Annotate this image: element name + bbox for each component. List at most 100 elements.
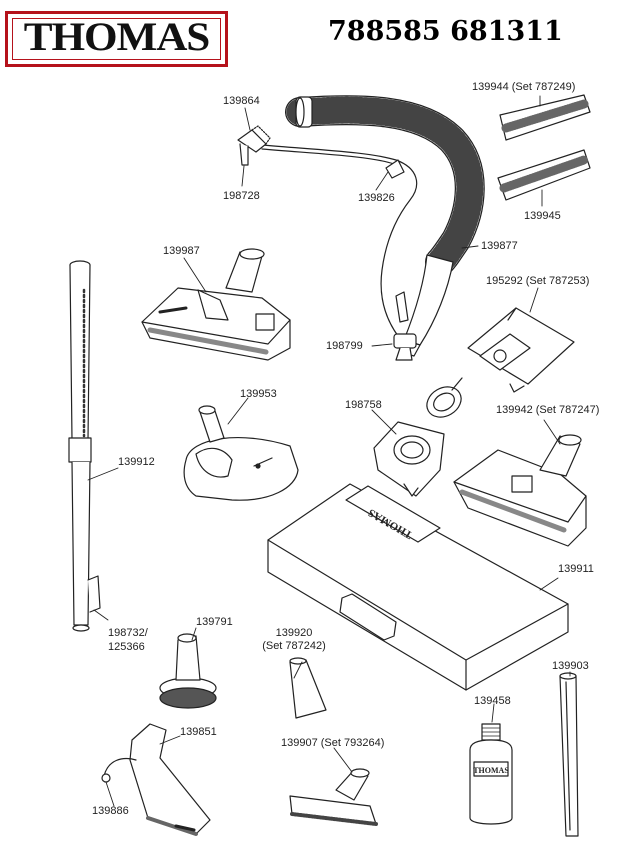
label-139953: 139953 <box>240 388 277 400</box>
floor-nozzle-brush <box>147 327 269 355</box>
case-handle <box>339 593 397 641</box>
hose-cuff-opening <box>295 97 305 127</box>
tube-upper <box>69 264 91 441</box>
floor-nozzle-139942 <box>453 434 587 547</box>
bottle-logo-text: THOMAS <box>473 766 509 775</box>
filter-bag-opening <box>493 349 507 363</box>
floor-nozzle-2-body <box>453 449 587 547</box>
label-139903: 139903 <box>552 660 589 672</box>
long-crevice-ridge <box>565 681 571 831</box>
label-139877: 139877 <box>481 240 518 252</box>
tube-slider <box>68 437 92 463</box>
crevice-tool-139920 <box>289 657 327 719</box>
floor-nozzle-2-brush <box>459 489 567 533</box>
label-139942: 139942 (Set 787247) <box>496 404 600 416</box>
water-filter-cap <box>426 386 462 418</box>
label-198799: 198799 <box>326 340 363 352</box>
filter-bag-tab <box>509 383 525 393</box>
case-outline <box>267 483 569 691</box>
bottle-cap-ribs <box>481 727 501 737</box>
pad-nozzle-neck <box>175 635 201 681</box>
case-logo-plate <box>345 485 441 543</box>
water-filter-198758 <box>373 377 463 497</box>
hose-assembly <box>237 95 485 361</box>
accessory-case <box>267 483 569 691</box>
label-198732: 198732/ <box>108 627 148 639</box>
pad-nozzle-socket <box>177 633 197 643</box>
hand-nozzle-139851 <box>101 723 211 836</box>
long-crevice-139903 <box>559 672 579 837</box>
valve-plug <box>395 347 413 361</box>
handle-clip <box>395 291 409 323</box>
turbo-nozzle-body <box>183 437 299 501</box>
water-filter-cap-inner <box>433 392 455 412</box>
hand-nozzle-fitting <box>101 773 111 783</box>
floor-nozzle-body <box>141 287 291 361</box>
floor-nozzle-edge <box>141 319 291 345</box>
label-195292: 195292 (Set 787253) <box>486 275 590 287</box>
turbo-nozzle-window <box>195 447 233 478</box>
label-198728: 198728 <box>223 190 260 202</box>
floor-nozzle-joint <box>197 289 229 321</box>
turbo-nozzle-139953 <box>183 405 299 501</box>
turbo-nozzle-socket <box>198 405 216 415</box>
tube-bottom-opening <box>72 624 90 632</box>
label-198758: 198758 <box>345 399 382 411</box>
label-139458: 139458 <box>474 695 511 707</box>
floor-nozzle-badge <box>158 306 188 314</box>
hard-floor-bristles <box>290 812 378 826</box>
label-139886: 139886 <box>92 805 129 817</box>
label-139911: 139911 <box>558 563 594 575</box>
water-filter-cap-tab <box>451 377 463 391</box>
water-filter-foot <box>403 483 419 497</box>
filter-bag-flap <box>507 307 517 321</box>
label-139920-set: (Set 787242) <box>262 640 326 652</box>
bottle-body <box>469 739 513 825</box>
floor-nozzle-socket <box>239 248 265 260</box>
hard-floor-nozzle-139907 <box>289 768 378 826</box>
logo-brand-text: THOMAS <box>23 14 211 59</box>
label-139826: 139826 <box>358 192 395 204</box>
label-125366: 125366 <box>108 641 145 653</box>
label-139864: 139864 <box>223 95 260 107</box>
hand-nozzle-slot <box>174 824 196 832</box>
felt-strip-top-texture <box>501 99 589 133</box>
floor-nozzle-2-neck <box>539 435 581 477</box>
label-139920: 139920 <box>275 627 313 639</box>
label-139851: 139851 <box>180 726 217 738</box>
article-number: 788585 681311 <box>328 16 563 47</box>
crevice-tool-socket <box>289 657 307 665</box>
label-139944: 139944 (Set 787249) <box>472 81 576 93</box>
water-filter-center <box>400 441 424 459</box>
logo-inner-frame <box>12 18 221 60</box>
floor-nozzle-2-pedal <box>511 475 533 493</box>
hand-nozzle-lip <box>146 816 198 836</box>
hose-ribs <box>286 96 484 276</box>
felt-strips <box>497 94 591 201</box>
floor-nozzle-139987 <box>141 248 291 361</box>
tube-lower <box>71 461 91 626</box>
label-139987: 139987 <box>163 245 200 257</box>
cleaner-bottle <box>469 723 513 825</box>
spray-nozzle <box>239 143 249 166</box>
turbo-nozzle-screw <box>255 463 261 469</box>
label-139791: 139791 <box>196 616 233 628</box>
tube-clip <box>87 575 101 613</box>
telescopic-tube <box>68 260 101 632</box>
long-crevice-socket <box>559 672 577 680</box>
crevice-tool-body <box>289 659 327 719</box>
floor-nozzle-pedal <box>255 313 275 331</box>
floor-nozzle-2-edge <box>453 481 587 523</box>
hand-nozzle-body <box>129 723 211 835</box>
water-line-inner <box>261 148 395 165</box>
bottle-label <box>473 761 509 777</box>
handle-tube <box>403 254 454 346</box>
pad-nozzle-brush <box>159 687 217 709</box>
filter-bag <box>467 307 575 393</box>
label-139945: 139945 <box>524 210 561 222</box>
hard-floor-socket <box>350 768 370 778</box>
floor-nozzle-2-socket <box>558 434 582 446</box>
hose-clip <box>385 159 405 179</box>
